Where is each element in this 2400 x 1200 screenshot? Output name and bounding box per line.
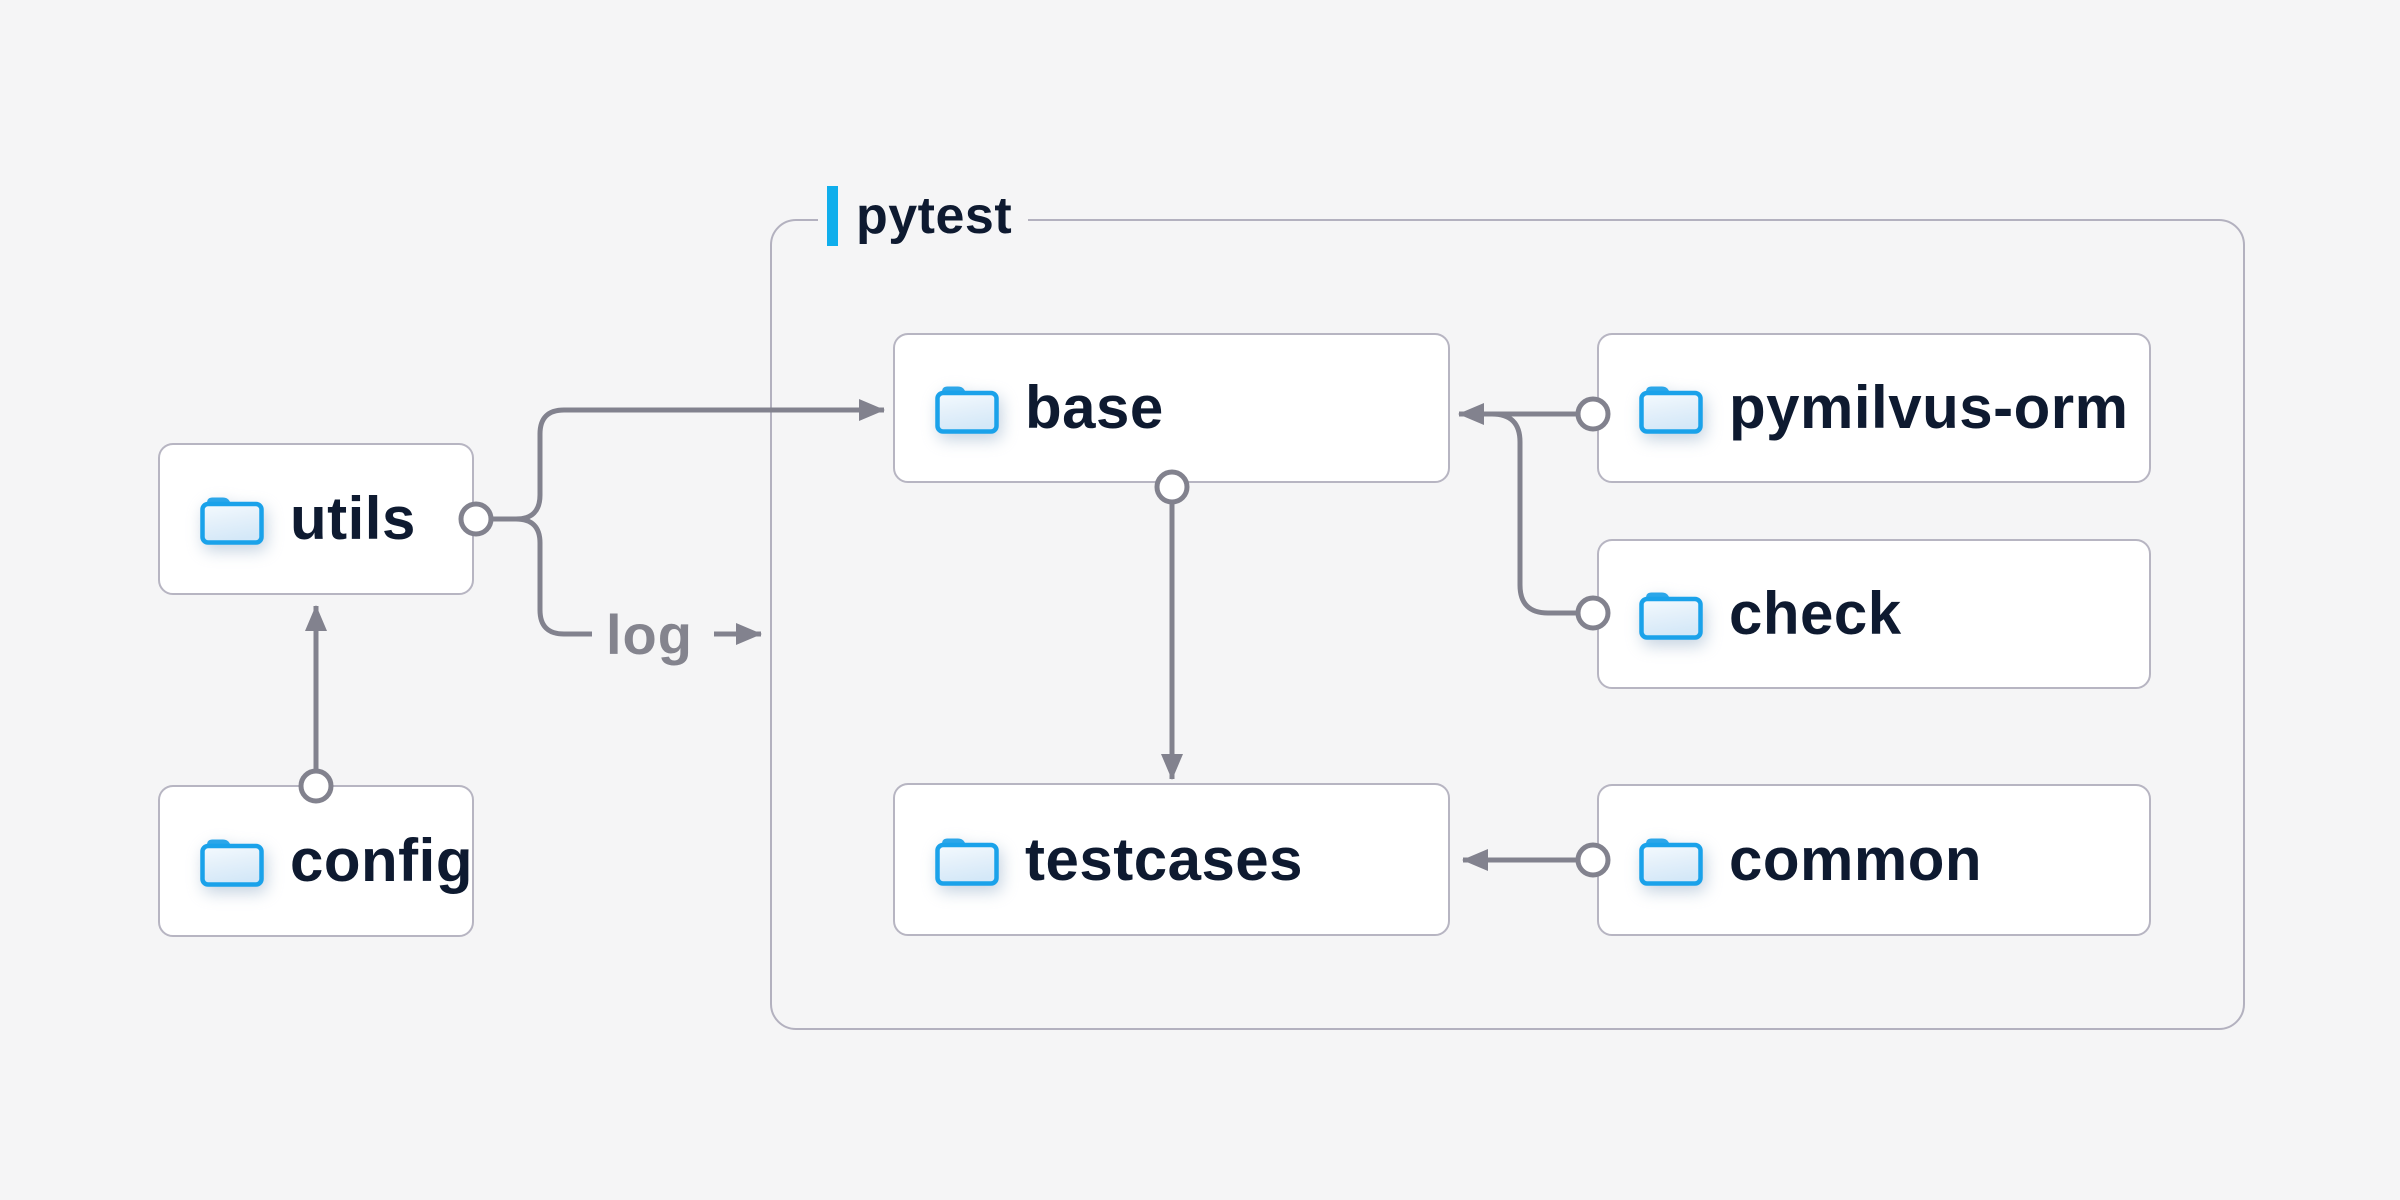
accent-bar bbox=[827, 186, 838, 246]
node-label-utils: utils bbox=[290, 485, 416, 552]
folder-icon bbox=[935, 838, 999, 886]
node-testcases: testcases bbox=[893, 783, 1450, 936]
edge-utils-log-branch bbox=[490, 516, 592, 637]
node-label-pymilvus-orm: pymilvus-orm bbox=[1729, 374, 2129, 441]
folder-icon bbox=[935, 386, 999, 434]
node-common: common bbox=[1597, 784, 2151, 936]
folder-icon bbox=[1639, 592, 1703, 640]
node-utils: utils bbox=[158, 443, 474, 595]
node-label-testcases: testcases bbox=[1025, 825, 1304, 893]
folder-icon bbox=[200, 839, 264, 887]
node-label-config: config bbox=[290, 827, 473, 894]
node-label-check: check bbox=[1729, 580, 1902, 647]
node-pymilvus-orm: pymilvus-orm bbox=[1597, 333, 2151, 483]
node-check: check bbox=[1597, 539, 2151, 689]
edge-label-log: log bbox=[606, 603, 693, 666]
group-pytest-label: pytest bbox=[818, 183, 1029, 249]
folder-icon bbox=[1639, 838, 1703, 886]
group-label-text: pytest bbox=[856, 187, 1013, 245]
group-pytest bbox=[770, 219, 2245, 1030]
folder-icon bbox=[200, 497, 264, 545]
folder-icon bbox=[1639, 386, 1703, 434]
node-config: config bbox=[158, 785, 474, 937]
node-label-base: base bbox=[1025, 374, 1164, 441]
node-label-common: common bbox=[1729, 826, 1983, 893]
node-base: base bbox=[893, 333, 1450, 483]
